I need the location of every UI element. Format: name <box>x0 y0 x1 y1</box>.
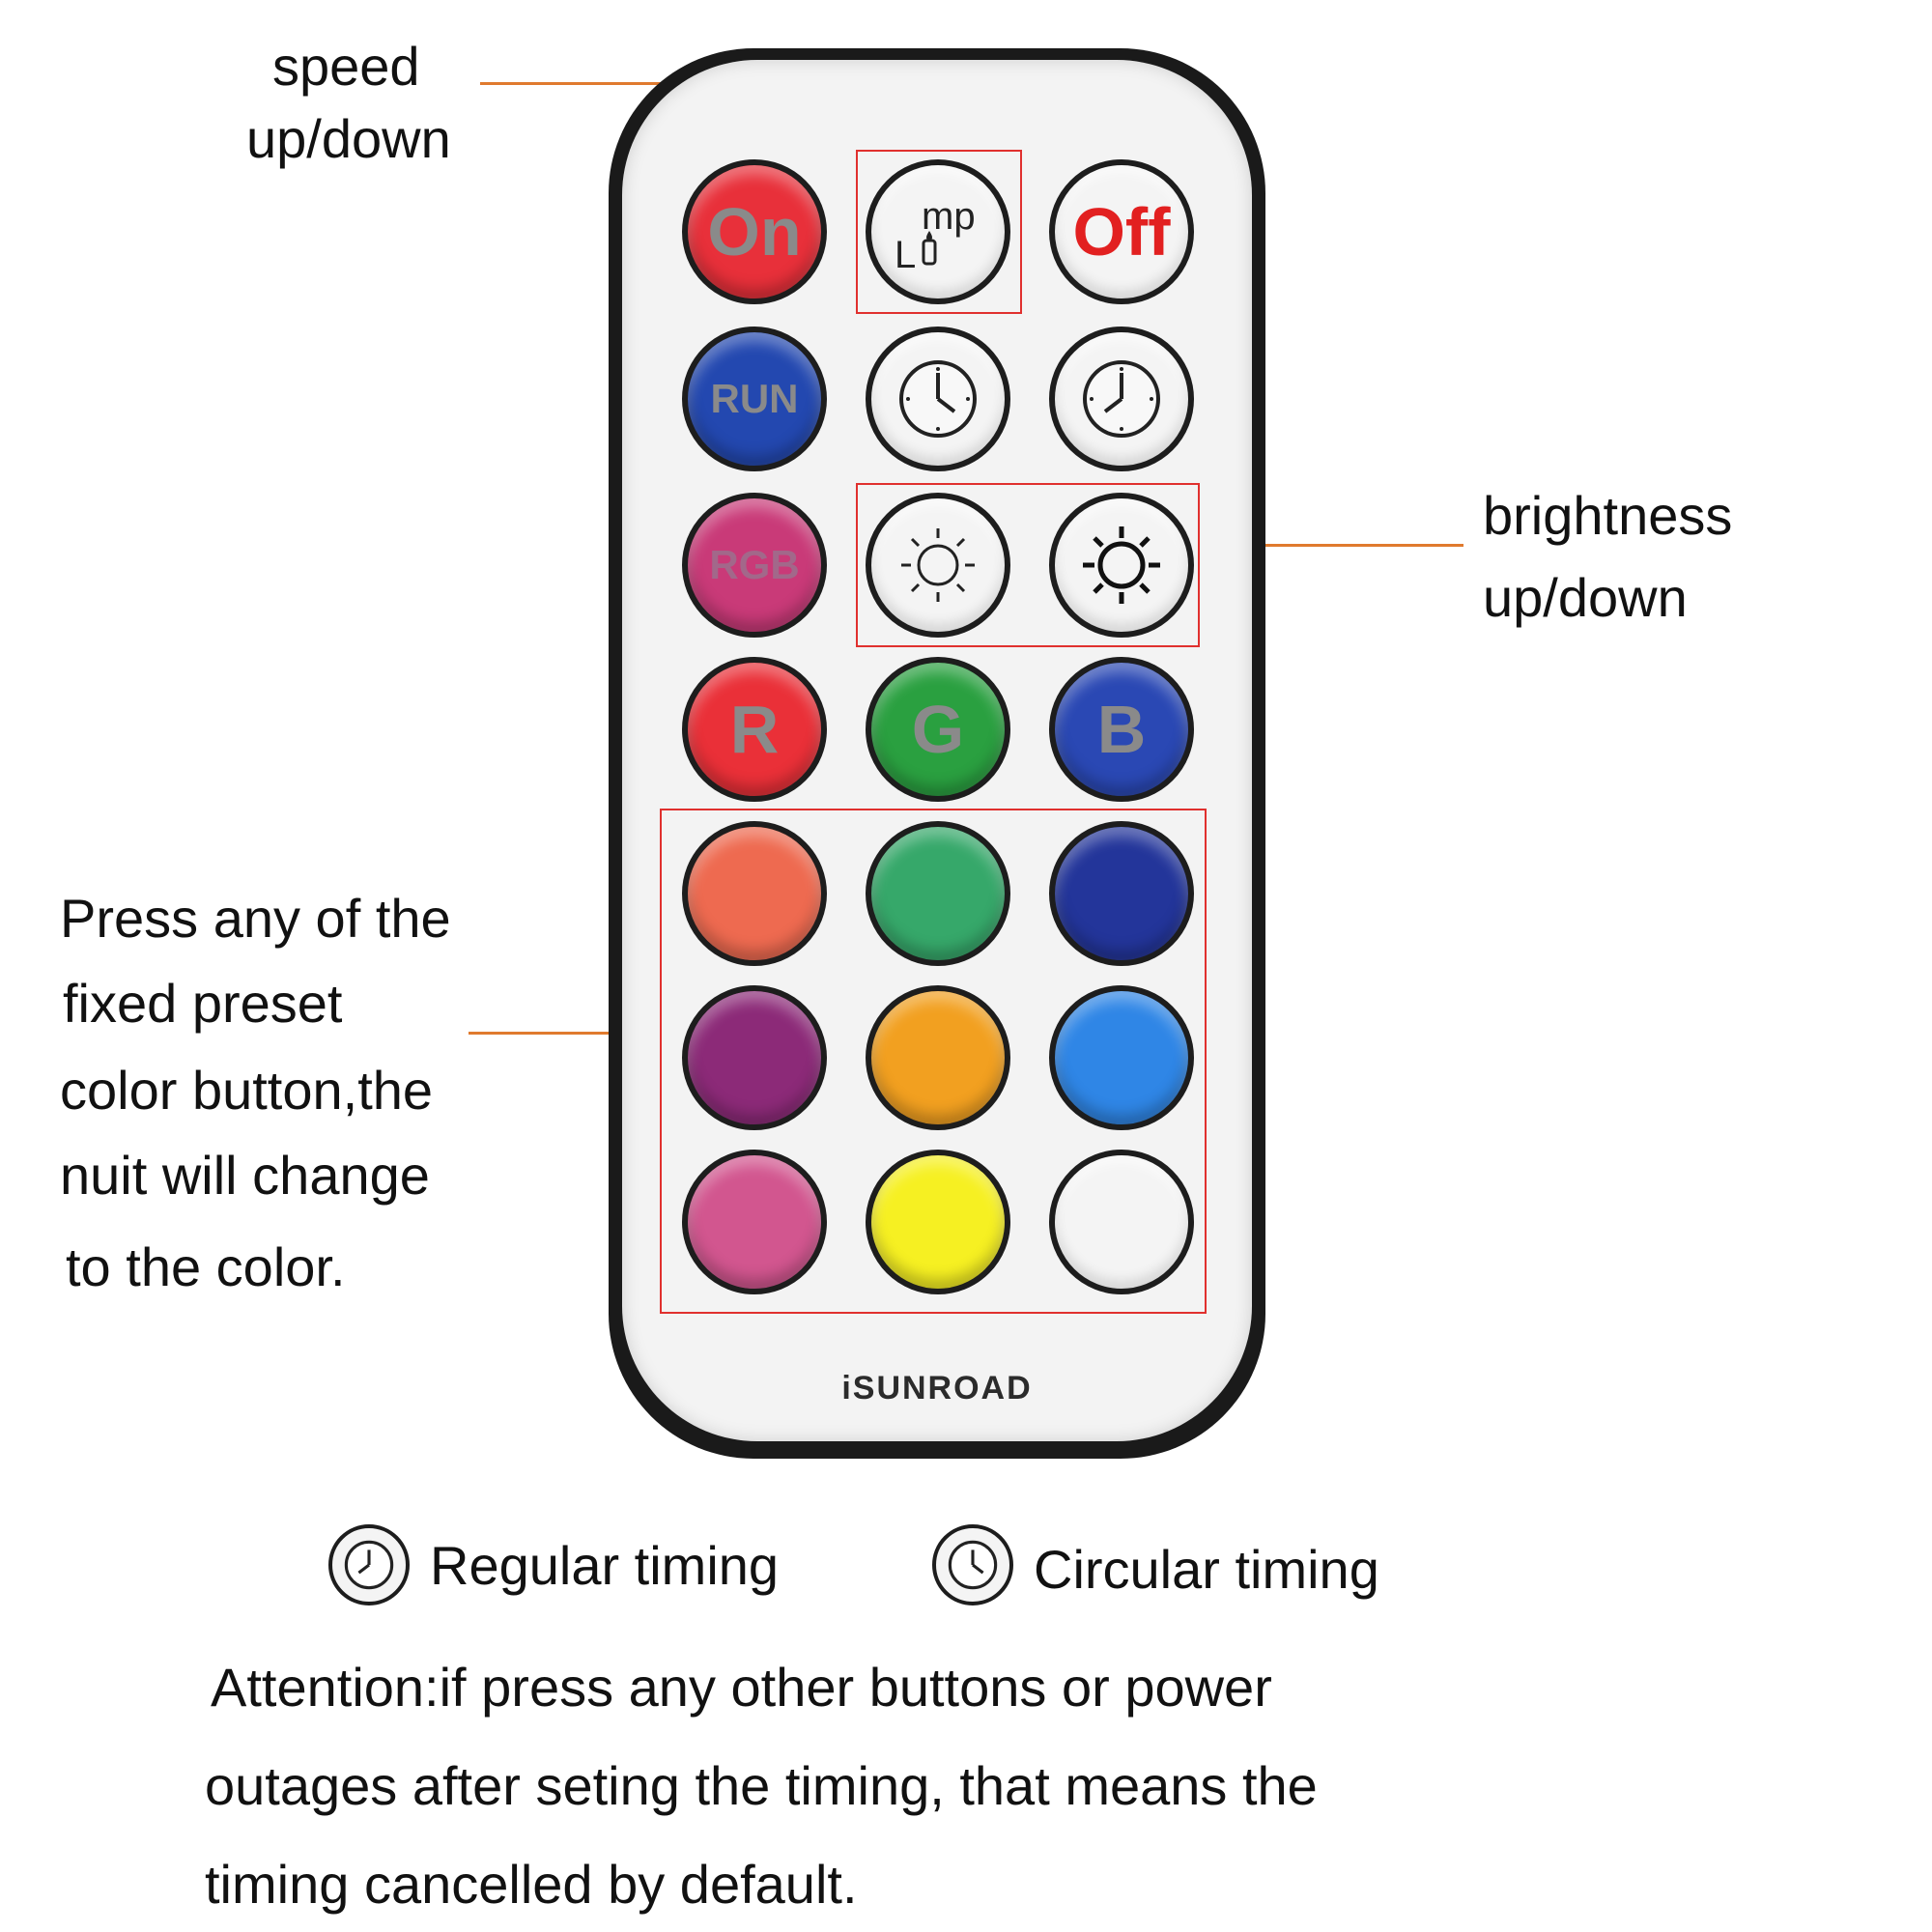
preset-color-button-5[interactable] <box>866 985 1010 1130</box>
circular-timing-legend-icon <box>932 1524 1013 1605</box>
off-label: Off <box>1072 194 1171 270</box>
speed-label: speed <box>272 36 420 97</box>
circular-timing-label: Circular timing <box>1034 1539 1379 1600</box>
preset-color-button-9[interactable] <box>1049 1150 1194 1294</box>
preset-label-4: nuit will change <box>60 1145 430 1206</box>
b-label: B <box>1096 692 1147 767</box>
speed-label-2: up/down <box>246 108 451 169</box>
brightness-label-2: up/down <box>1483 567 1688 628</box>
brand-label: iSUNROAD <box>841 1370 1033 1406</box>
on-label: On <box>707 194 802 270</box>
preset-color-button-7[interactable] <box>682 1150 827 1294</box>
g-label: G <box>911 692 965 767</box>
preset-label-1: Press any of the <box>60 888 451 949</box>
brightness-leader <box>1198 544 1463 547</box>
red-button[interactable]: R <box>682 657 827 802</box>
clock-icon <box>1083 360 1160 438</box>
clock-icon <box>344 1540 394 1590</box>
run-button[interactable]: RUN <box>682 327 827 471</box>
brightness-up-button[interactable] <box>1049 493 1194 638</box>
regular-timing-label: Regular timing <box>430 1535 780 1596</box>
preset-color-button-3[interactable] <box>1049 821 1194 966</box>
preset-label-5: to the color. <box>66 1236 346 1297</box>
preset-color-button-1[interactable] <box>682 821 827 966</box>
preset-color-button-2[interactable] <box>866 821 1010 966</box>
brightness-highlight-box <box>856 483 1200 647</box>
r-label: R <box>729 692 780 767</box>
lamp-l-text: L <box>895 234 916 276</box>
preset-color-button-8[interactable] <box>866 1150 1010 1294</box>
lamp-mp-text: mp <box>922 195 976 238</box>
brightness-label: brightness <box>1483 485 1733 546</box>
off-button[interactable]: Off <box>1049 159 1194 304</box>
rgb-button[interactable]: RGB <box>682 493 827 638</box>
on-button[interactable]: On <box>682 159 827 304</box>
run-label: RUN <box>710 376 799 421</box>
blue-button[interactable]: B <box>1049 657 1194 802</box>
speed-highlight-box <box>856 150 1022 314</box>
rgb-label: RGB <box>709 542 800 587</box>
brightness-down-button[interactable] <box>866 493 1010 638</box>
preset-highlight-box <box>660 809 1207 1314</box>
note-line-3: timing cancelled by default. <box>205 1854 858 1915</box>
clock-icon <box>899 360 977 438</box>
note-line-2: outages after seting the timing, that me… <box>205 1755 1318 1816</box>
preset-color-button-6[interactable] <box>1049 985 1194 1130</box>
circular-timing-button[interactable] <box>866 327 1010 471</box>
preset-leader <box>469 1032 662 1035</box>
preset-label-3: color button,the <box>60 1060 434 1121</box>
clock-icon <box>948 1540 998 1590</box>
sun-large-icon <box>1083 526 1160 604</box>
green-button[interactable]: G <box>866 657 1010 802</box>
preset-color-button-4[interactable] <box>682 985 827 1130</box>
regular-timing-button[interactable] <box>1049 327 1194 471</box>
regular-timing-legend-icon <box>328 1524 410 1605</box>
note-line-1: Attention:if press any other buttons or … <box>211 1657 1272 1718</box>
lamp-icon: mp L <box>895 195 976 276</box>
preset-label-2: fixed preset <box>63 973 343 1034</box>
sun-small-icon <box>901 528 975 602</box>
lamp-mode-button[interactable]: mp L <box>866 159 1010 304</box>
